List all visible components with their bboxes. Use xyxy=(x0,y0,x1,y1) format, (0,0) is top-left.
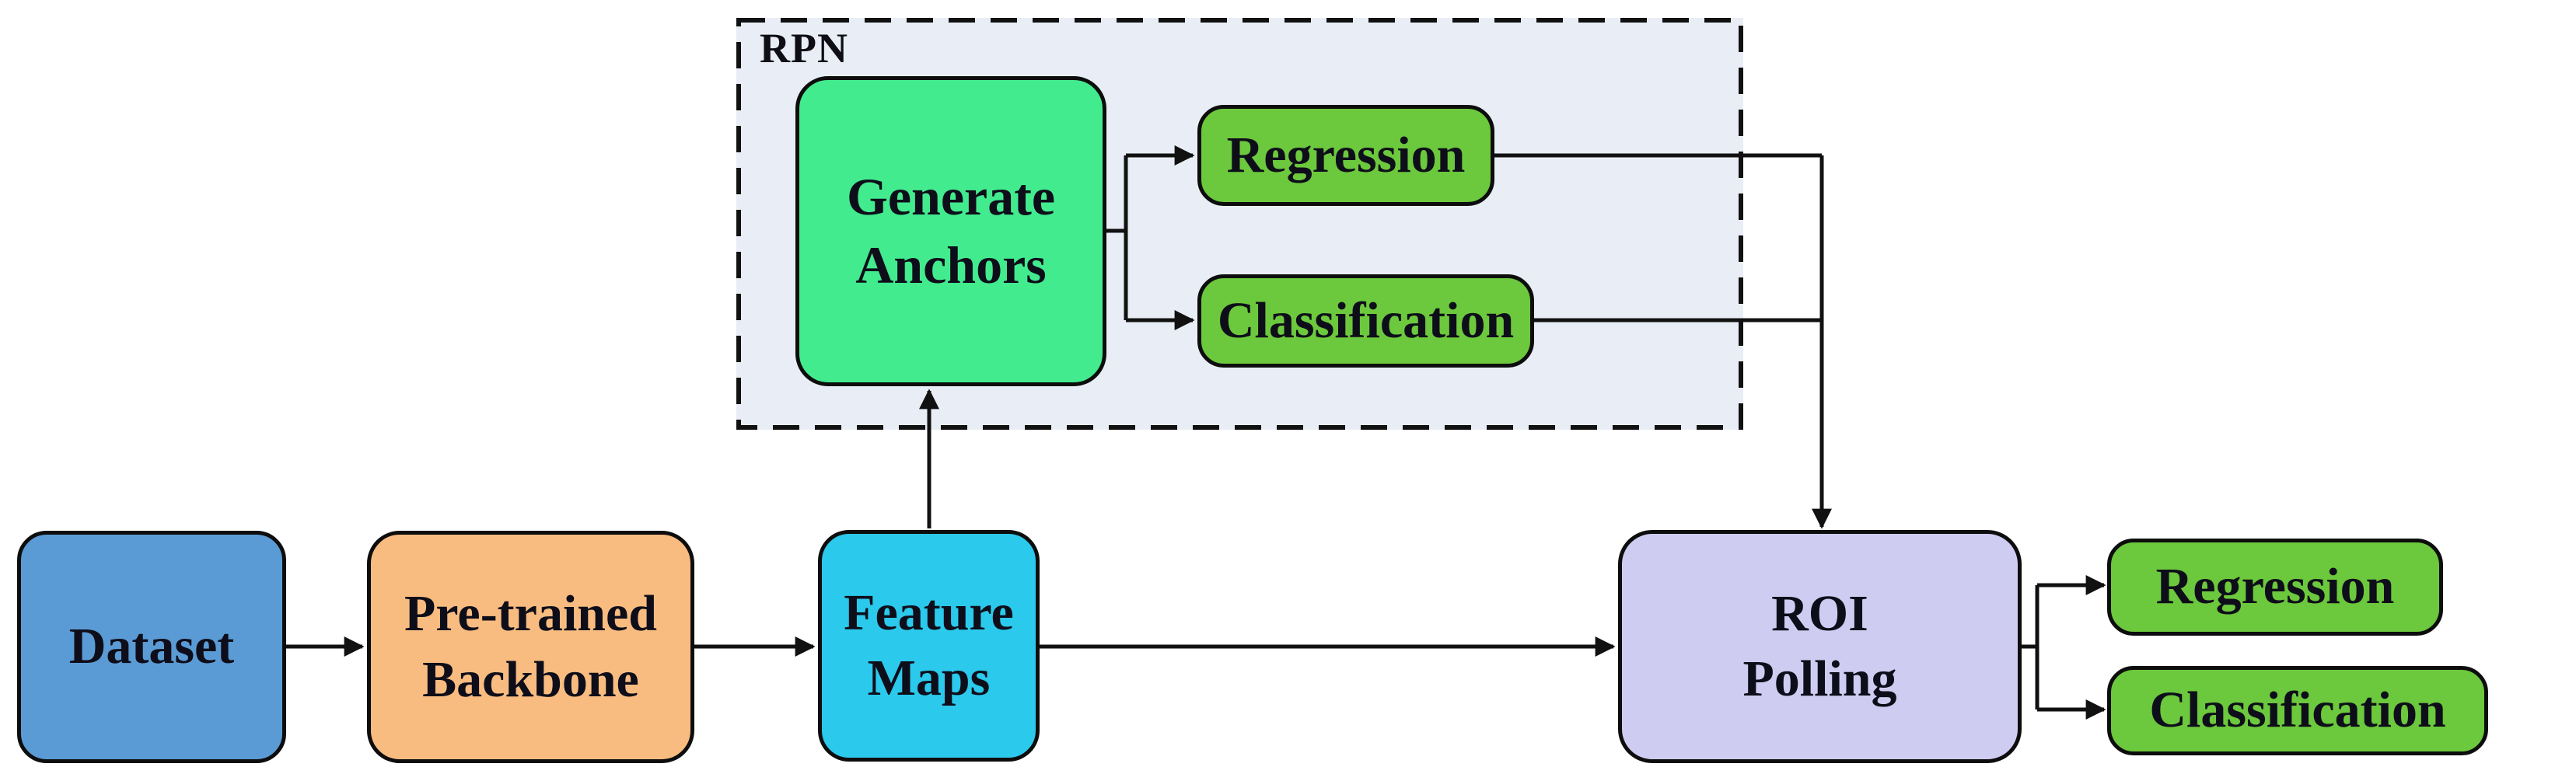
node-feature-maps: Feature Maps xyxy=(818,530,1040,762)
node-output-classification: Classification xyxy=(2107,666,2488,755)
node-roi-polling: ROI Polling xyxy=(1618,530,2022,763)
node-rpn-regression: Regression xyxy=(1197,105,1494,206)
node-dataset: Dataset xyxy=(17,531,286,763)
node-rpn-classification: Classification xyxy=(1197,274,1534,368)
fork-roi-polling xyxy=(2022,585,2039,710)
node-generate-anchors: Generate Anchors xyxy=(795,76,1106,386)
rpn-region-label: RPN xyxy=(760,25,848,71)
node-output-regression: Regression xyxy=(2107,539,2443,636)
node-pretrained-backbone: Pre-trained Backbone xyxy=(367,531,694,763)
